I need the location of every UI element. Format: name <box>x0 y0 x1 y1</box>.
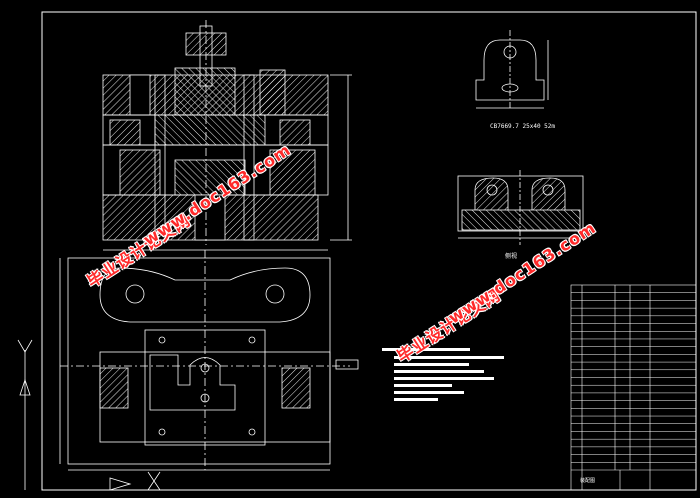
side-view <box>457 170 584 245</box>
title-block <box>571 469 696 490</box>
title-block-name: 装配图 <box>580 477 595 484</box>
side-caption: 侧视 <box>505 252 517 260</box>
plan-view <box>59 250 350 471</box>
technical-notes <box>382 348 504 401</box>
part-detail-view <box>475 30 549 109</box>
assembly-section-view <box>102 20 352 251</box>
label-callout <box>335 359 359 370</box>
parts-list-rows <box>571 292 696 463</box>
part-caption: CB7669.7 25x40 52m <box>490 123 555 130</box>
projection-symbol <box>17 339 161 491</box>
drawing-border <box>41 11 697 491</box>
